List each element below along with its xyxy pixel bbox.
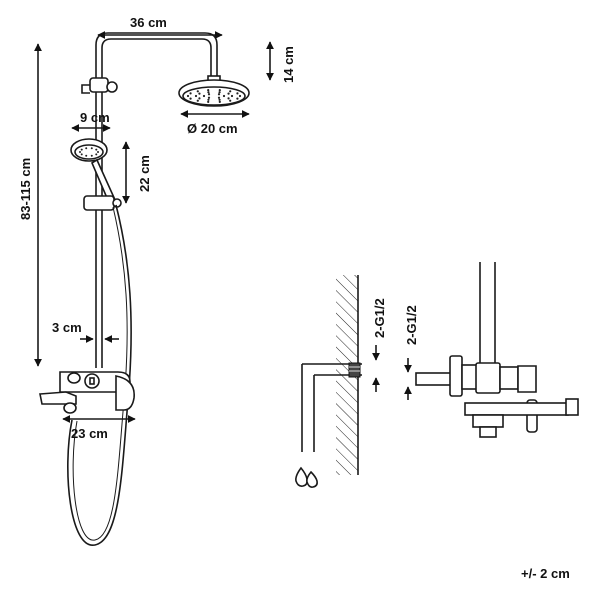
tolerance-label: +/- 2 cm xyxy=(521,566,570,581)
handset-height-label: 22 cm xyxy=(137,155,152,192)
spout-length-label: 23 cm xyxy=(71,426,108,441)
head-diameter-label: Ø 20 cm xyxy=(187,121,238,136)
bath-mixer xyxy=(39,371,135,414)
total-height-label: 83-115 cm xyxy=(18,158,33,220)
wall-gap-label: 3 cm xyxy=(52,320,82,335)
water-drop-icon xyxy=(295,466,318,488)
head-height-label: 14 cm xyxy=(281,46,296,83)
mixer-thread-label: 2-G1/2 xyxy=(404,305,419,345)
installation-diagram: 2-G1/2 2-G1/2 xyxy=(295,262,579,488)
arm-width-label: 36 cm xyxy=(130,15,167,30)
wall-thread-label: 2-G1/2 xyxy=(372,298,387,338)
handset-width-label: 9 cm xyxy=(80,110,110,125)
dimension-lines: 36 cm 14 cm Ø 20 cm 9 cm 22 cm 83-115 cm… xyxy=(18,15,296,441)
hand-shower xyxy=(70,138,118,207)
shower-column-illustration xyxy=(39,32,250,546)
rain-shower-head xyxy=(178,79,250,107)
